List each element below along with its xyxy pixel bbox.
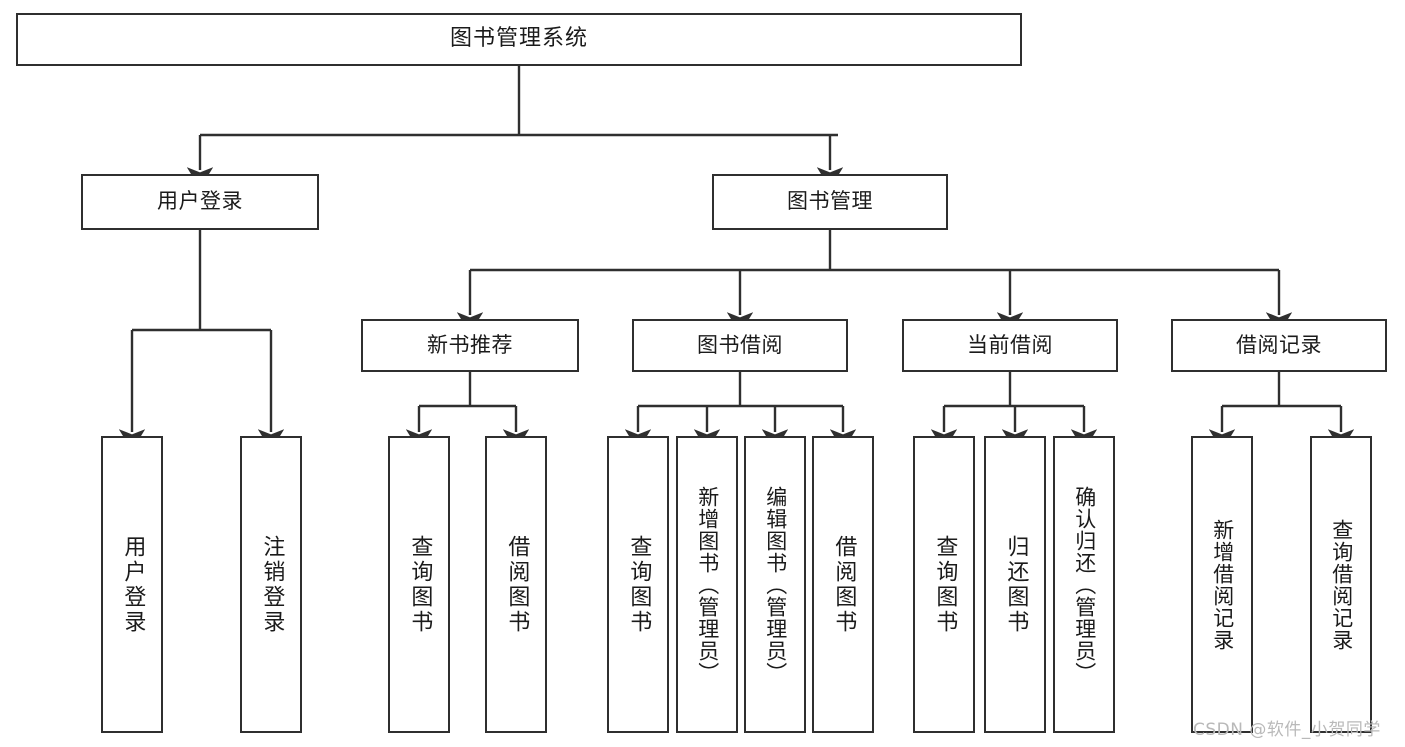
node-leaf-query-book-3-label: 查询图书 <box>932 534 958 635</box>
node-user-login-label: 用户登录 <box>157 189 243 214</box>
node-leaf-confirm-return[interactable]: 确认归还（管理员） <box>1053 436 1115 733</box>
node-leaf-add-record-label: 新增借阅记录 <box>1210 518 1235 651</box>
node-current-borrow[interactable]: 当前借阅 <box>902 319 1118 372</box>
node-leaf-return-book-label: 归还图书 <box>1003 534 1029 635</box>
node-borrow-record[interactable]: 借阅记录 <box>1171 319 1387 372</box>
node-book-mgmt-label: 图书管理 <box>787 189 873 214</box>
node-leaf-edit-book[interactable]: 编辑图书（管理员） <box>744 436 806 733</box>
node-leaf-logout[interactable]: 注销登录 <box>240 436 302 733</box>
node-leaf-user-login[interactable]: 用户登录 <box>101 436 163 733</box>
node-leaf-logout-label: 注销登录 <box>259 534 285 635</box>
node-leaf-confirm-return-label: 确认归还（管理员） <box>1072 485 1097 684</box>
node-current-borrow-label: 当前借阅 <box>967 332 1053 357</box>
node-leaf-query-record-label: 查询借阅记录 <box>1329 518 1354 651</box>
node-leaf-borrow-book-2-label: 借阅图书 <box>831 534 857 635</box>
node-leaf-add-book[interactable]: 新增图书（管理员） <box>676 436 738 733</box>
node-leaf-borrow-book-2[interactable]: 借阅图书 <box>812 436 874 733</box>
node-book-mgmt[interactable]: 图书管理 <box>712 174 948 230</box>
node-leaf-query-book-1[interactable]: 查询图书 <box>388 436 450 733</box>
node-borrow-record-label: 借阅记录 <box>1236 332 1322 357</box>
watermark: CSDN @软件_小贺同学 <box>1193 720 1381 740</box>
node-leaf-borrow-book-1[interactable]: 借阅图书 <box>485 436 547 733</box>
node-leaf-borrow-book-1-label: 借阅图书 <box>504 534 530 635</box>
node-leaf-query-book-2-label: 查询图书 <box>626 534 652 635</box>
node-root[interactable]: 图书管理系统 <box>16 13 1022 66</box>
node-leaf-query-book-1-label: 查询图书 <box>407 534 433 635</box>
node-leaf-edit-book-label: 编辑图书（管理员） <box>763 485 788 684</box>
node-leaf-query-book-3[interactable]: 查询图书 <box>913 436 975 733</box>
node-new-book-rec[interactable]: 新书推荐 <box>361 319 579 372</box>
node-book-borrow-label: 图书借阅 <box>697 332 783 357</box>
node-leaf-user-login-label: 用户登录 <box>120 534 146 635</box>
node-root-label: 图书管理系统 <box>449 26 588 52</box>
node-new-book-rec-label: 新书推荐 <box>427 332 513 357</box>
node-user-login[interactable]: 用户登录 <box>81 174 319 230</box>
node-leaf-add-record[interactable]: 新增借阅记录 <box>1191 436 1253 733</box>
node-leaf-query-book-2[interactable]: 查询图书 <box>607 436 669 733</box>
node-leaf-add-book-label: 新增图书（管理员） <box>695 485 720 684</box>
node-book-borrow[interactable]: 图书借阅 <box>632 319 848 372</box>
node-leaf-query-record[interactable]: 查询借阅记录 <box>1310 436 1372 733</box>
node-leaf-return-book[interactable]: 归还图书 <box>984 436 1046 733</box>
